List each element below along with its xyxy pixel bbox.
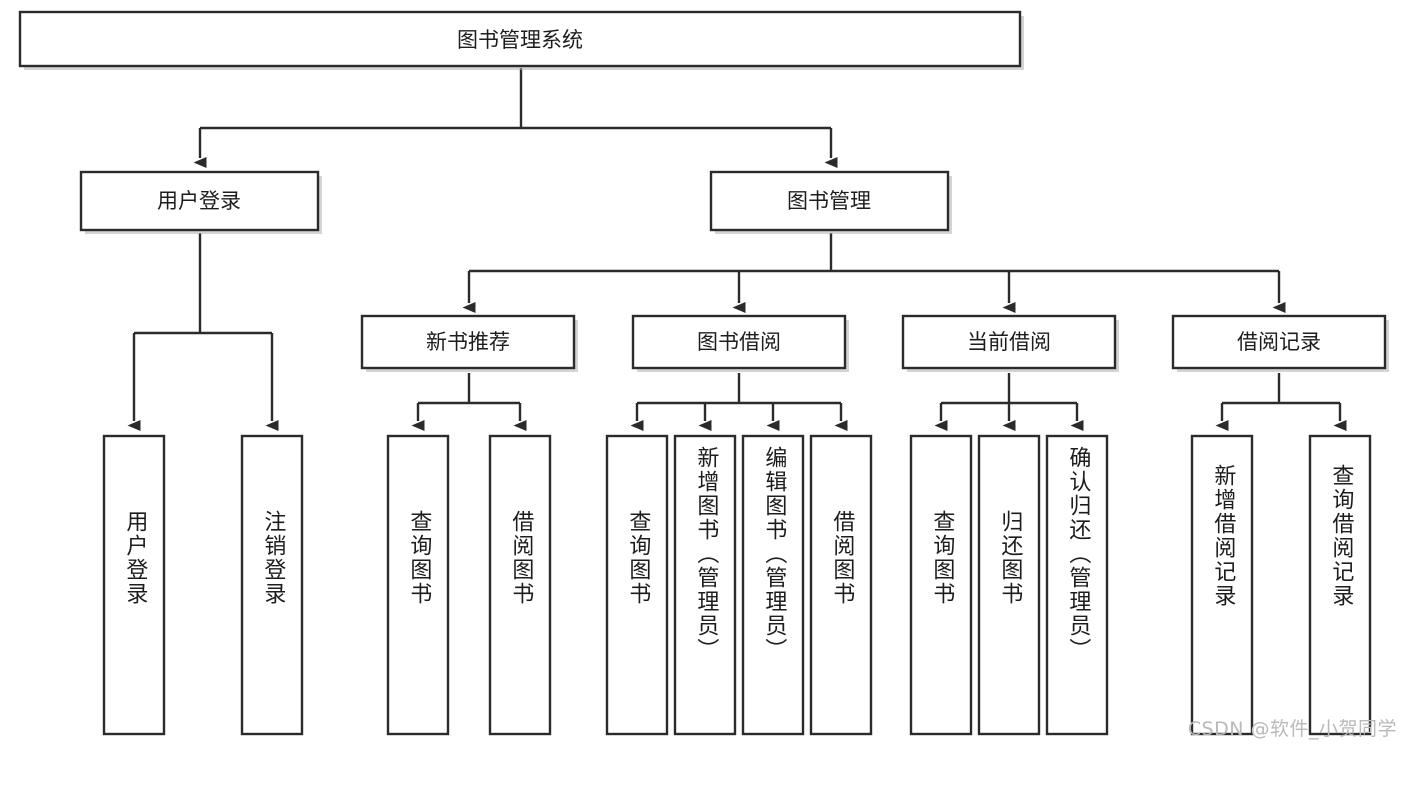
node-new-book-recommend-label: 新书推荐 <box>426 330 510 354</box>
leaf-box-borrow-3[interactable] <box>741 434 805 736</box>
node-book-borrow[interactable]: 图书借阅 <box>631 314 849 372</box>
node-current-borrow-label: 当前借阅 <box>967 330 1051 354</box>
node-user-login[interactable]: 用户登录 <box>79 170 322 234</box>
leaf-box-current-3[interactable] <box>1045 434 1109 736</box>
node-current-borrow-box <box>901 314 1117 370</box>
leaf-box-borrow-1[interactable] <box>605 434 669 736</box>
node-book-management[interactable]: 图书管理 <box>709 170 952 234</box>
node-book-management-box <box>709 170 950 232</box>
node-borrow-record-box <box>1171 314 1387 370</box>
leaf-box-record-1[interactable] <box>1190 434 1254 736</box>
node-root[interactable]: 图书管理系统 <box>18 10 1024 70</box>
leaf-box-layer <box>102 434 1372 736</box>
leaf-box-current-2[interactable] <box>977 434 1041 736</box>
leaf-box-new-book-2[interactable] <box>488 434 552 736</box>
node-new-book-recommend-box <box>360 314 576 370</box>
diagram-canvas: 图书管理系统 用户登录 图书管理 新书推荐 图书借阅 当前借阅 <box>18 10 1396 740</box>
leaf-box-borrow-2[interactable] <box>673 434 737 736</box>
node-user-login-label: 用户登录 <box>157 189 241 213</box>
node-current-borrow[interactable]: 当前借阅 <box>901 314 1119 372</box>
node-user-login-box <box>79 170 320 232</box>
node-book-management-label: 图书管理 <box>787 189 871 213</box>
node-book-borrow-box <box>631 314 847 370</box>
hierarchy-diagram-svg: 图书管理系统 用户登录 图书管理 新书推荐 图书借阅 当前借阅 <box>18 10 1389 736</box>
node-new-book-recommend[interactable]: 新书推荐 <box>360 314 578 372</box>
leaf-box-user-login-2[interactable] <box>240 434 304 736</box>
leaf-box-new-book-1[interactable] <box>386 434 450 736</box>
node-borrow-record[interactable]: 借阅记录 <box>1171 314 1389 372</box>
leaf-box-current-1[interactable] <box>909 434 973 736</box>
node-root-label: 图书管理系统 <box>457 28 583 52</box>
leaf-box-borrow-4[interactable] <box>809 434 873 736</box>
node-root-box <box>18 10 1022 68</box>
node-book-borrow-label: 图书借阅 <box>697 330 781 354</box>
node-borrow-record-label: 借阅记录 <box>1237 330 1321 354</box>
connector-layer <box>127 68 1347 431</box>
leaf-box-record-2[interactable] <box>1308 434 1372 736</box>
leaf-box-user-login-1[interactable] <box>102 434 166 736</box>
